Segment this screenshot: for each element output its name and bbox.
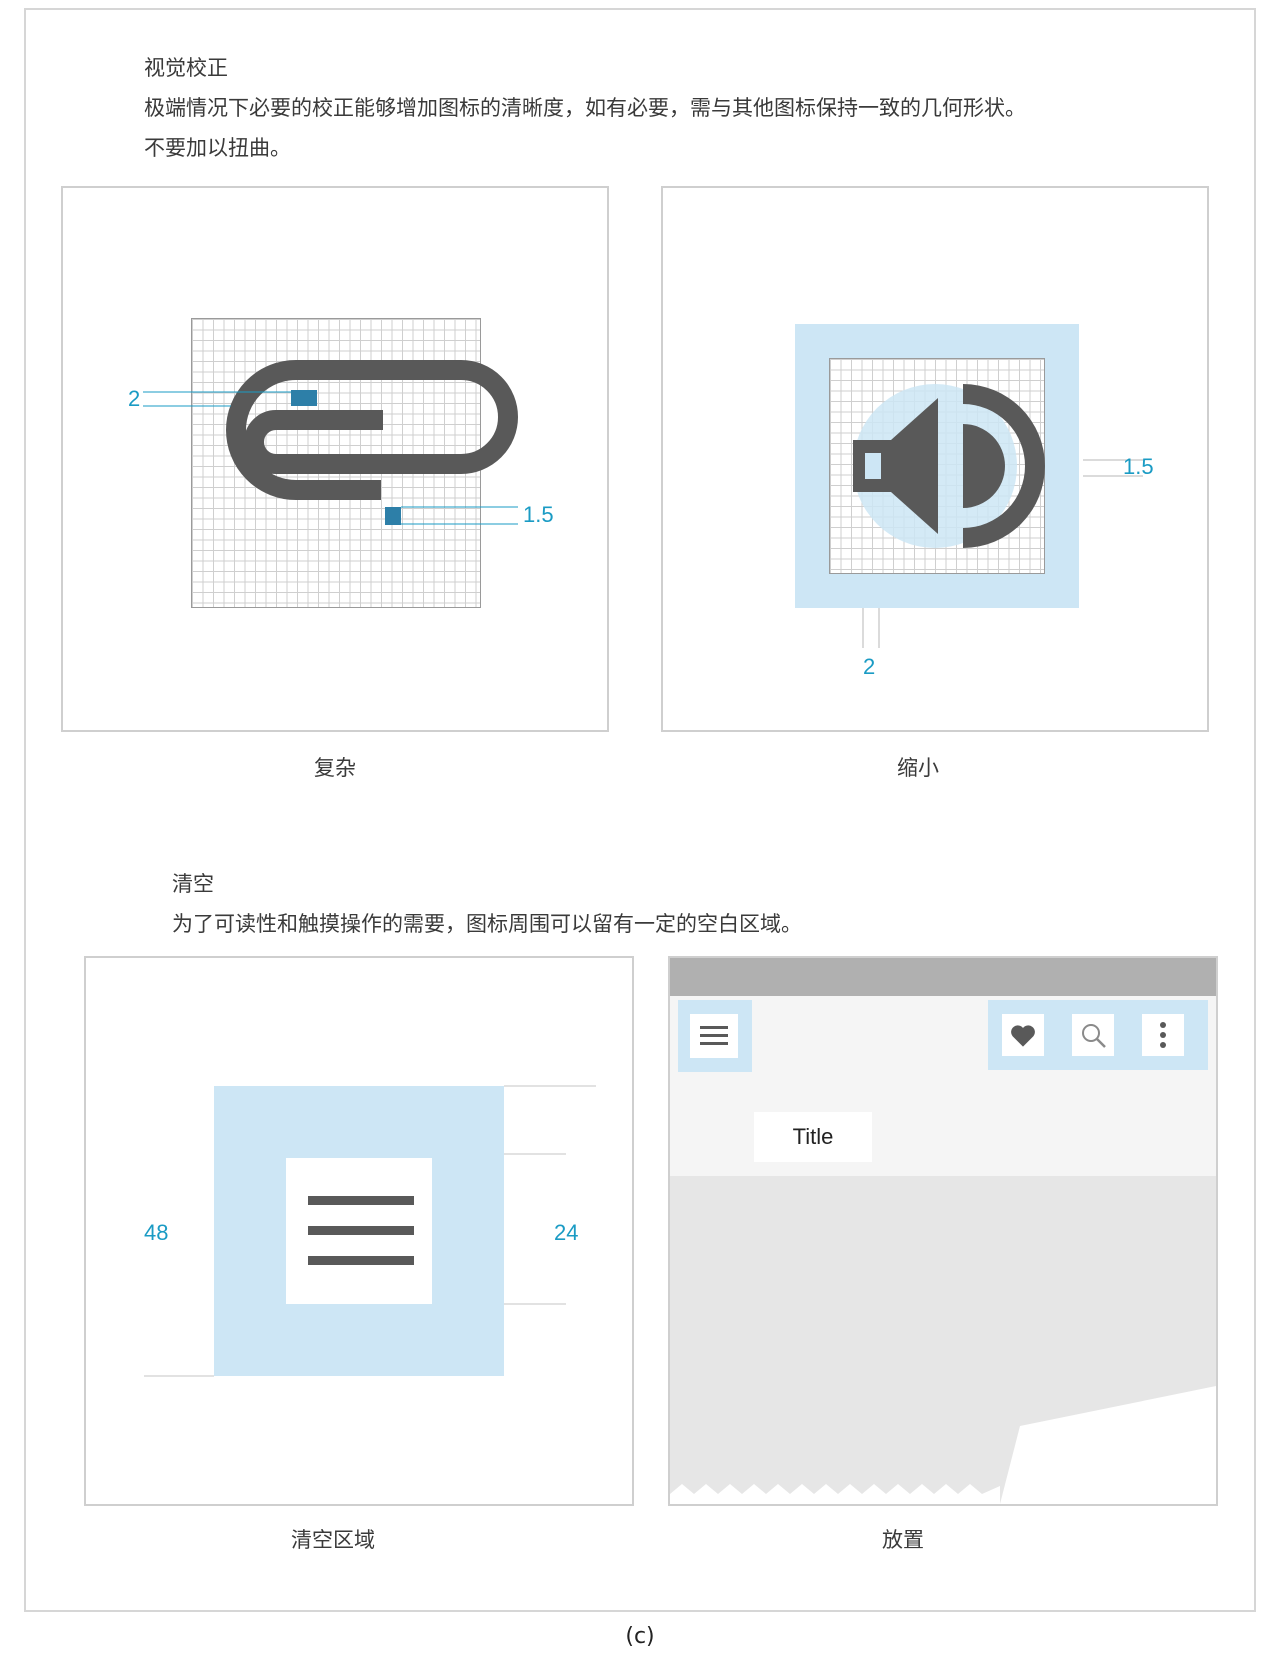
dim-label-1-5: 1.5 — [1123, 454, 1154, 479]
search-button[interactable] — [1072, 1014, 1114, 1056]
section2-line1: 为了可读性和触摸操作的需要，图标周围可以留有一定的空白区域。 — [172, 912, 802, 936]
status-bar — [670, 958, 1216, 996]
app-title: Title — [754, 1112, 872, 1162]
more-button[interactable] — [1142, 1014, 1184, 1056]
section1-line1: 极端情况下必要的校正能够增加图标的清晰度，如有必要，需与其他图标保持一致的几何形… — [144, 96, 1026, 120]
menu-icon — [700, 1026, 728, 1045]
stroke-marker-bottom — [385, 507, 401, 525]
torn-paper-edge — [670, 1386, 1216, 1504]
section2-heading: 清空 — [172, 872, 214, 896]
menu-icon — [144, 1085, 596, 1377]
search-icon — [1082, 1024, 1106, 1048]
dim-label-2: 2 — [128, 386, 141, 411]
caption-placement: 放置 — [882, 1528, 924, 1552]
section1-heading: 视觉校正 — [144, 56, 228, 80]
panel-clear-area: 48 24 — [84, 956, 634, 1506]
page-frame — [24, 8, 1256, 1612]
favorite-button[interactable] — [1002, 1014, 1044, 1056]
section1-line2: 不要加以扭曲。 — [144, 136, 291, 160]
dim-label-48: 48 — [144, 1220, 169, 1245]
stroke-marker-top — [291, 390, 317, 406]
heart-icon — [1011, 1025, 1035, 1047]
panel-placement: Title — [668, 956, 1218, 1506]
caption-shrink: 缩小 — [897, 756, 939, 780]
dim-label-24: 24 — [554, 1220, 579, 1245]
panel-complex: 2 1.5 — [61, 186, 609, 732]
dim-label-1-5: 1.5 — [523, 502, 554, 527]
figure-label: (c) — [625, 1624, 655, 1649]
menu-button[interactable] — [690, 1014, 738, 1058]
paperclip-icon — [143, 360, 518, 525]
caption-clear-area: 清空区域 — [291, 1528, 375, 1552]
volume-icon — [853, 384, 1143, 648]
more-vert-icon — [1160, 1022, 1166, 1048]
dim-label-2: 2 — [863, 654, 876, 679]
panel-shrink: 1.5 2 — [661, 186, 1209, 732]
caption-complex: 复杂 — [314, 756, 356, 780]
